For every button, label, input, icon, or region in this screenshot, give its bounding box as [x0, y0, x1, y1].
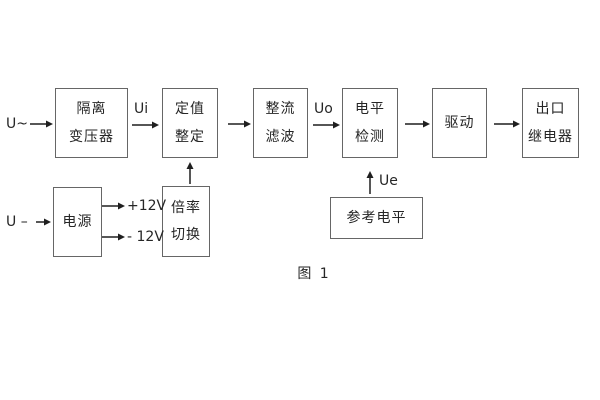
arrow-driver-to-output-relay — [494, 120, 520, 128]
arrow-power-to-neg-rail — [102, 233, 125, 241]
block-label-line: 出口 — [535, 101, 566, 118]
signal-label-ue: Ue — [379, 173, 398, 189]
arrow-power-to-pos-rail — [102, 202, 125, 210]
signal-label-input-dc: U – — [6, 214, 28, 230]
arrow-uac-to-isolation-transformer — [30, 120, 53, 128]
block-output-relay: 出口 继电器 — [522, 88, 579, 158]
arrow-ratio-switch-to-setting-adjust — [186, 162, 194, 184]
block-label-line: 电源 — [62, 214, 93, 230]
block-label-line: 滤波 — [265, 128, 296, 145]
signal-label-ui: Ui — [134, 101, 149, 117]
block-isolation-transformer: 隔离 变压器 — [55, 88, 128, 158]
block-label-line: 定值 — [175, 101, 205, 118]
signal-label-neg-rail: - 12V — [127, 229, 164, 245]
block-label-line: 驱动 — [444, 115, 475, 131]
block-rectifier-filter: 整流 滤波 — [253, 88, 308, 158]
block-label-line: 电平 — [355, 101, 385, 118]
arrow-setting-adjust-to-rectifier-filter — [228, 120, 251, 128]
block-level-detect: 电平 检测 — [342, 88, 398, 158]
block-driver: 驱动 — [432, 88, 487, 158]
block-label-line: 切换 — [171, 227, 201, 244]
block-label-line: 参考电平 — [346, 210, 407, 226]
block-label-line: 整流 — [265, 101, 296, 118]
block-setting-adjust: 定值 整定 — [162, 88, 218, 158]
signal-label-uo: Uo — [314, 101, 333, 117]
block-reference-level: 参考电平 — [330, 197, 423, 239]
figure-caption: 图 1 — [297, 266, 331, 282]
block-power-supply: 电源 — [53, 187, 102, 257]
block-label-line: 整定 — [175, 128, 205, 145]
arrow-udc-to-power-supply — [36, 218, 51, 226]
block-label-line: 变压器 — [69, 128, 114, 145]
arrow-rectifier-filter-to-level-detect — [313, 121, 340, 129]
block-label-line: 继电器 — [528, 128, 573, 145]
signal-label-input-ac: U~ — [6, 116, 28, 132]
signal-label-pos-rail: +12V — [127, 198, 167, 214]
block-ratio-switch: 倍率 切换 — [162, 186, 210, 257]
arrow-level-detect-to-driver — [405, 120, 430, 128]
block-label-line: 隔离 — [76, 101, 107, 118]
arrow-reference-level-to-level-detect — [366, 171, 374, 194]
block-label-line: 倍率 — [171, 199, 201, 216]
block-label-line: 检测 — [355, 128, 385, 145]
arrow-isolation-transformer-to-setting-adjust — [132, 121, 159, 129]
